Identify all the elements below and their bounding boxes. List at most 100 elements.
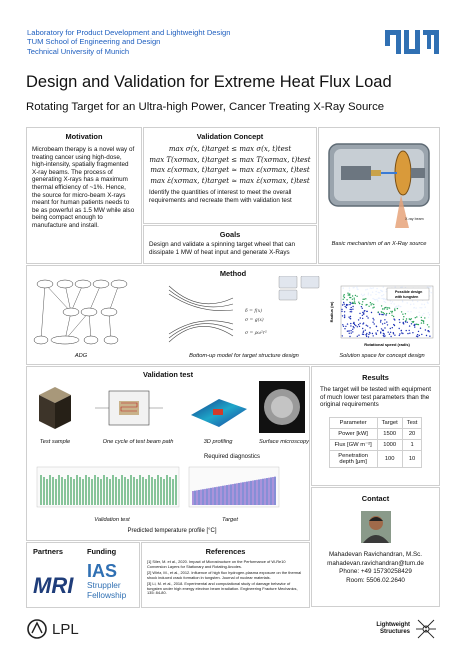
xray-mechanism-panel: X-ray beam Basic mechanism of an X-Ray s… xyxy=(318,127,440,264)
method-panel: Method ADG δ xyxy=(26,265,440,365)
equation-stress: max σ(x, t)target ≤ max σ(x, t)test xyxy=(168,145,292,153)
scatter-point xyxy=(352,305,354,308)
scatter-point xyxy=(349,335,351,338)
scatter-point xyxy=(430,287,432,289)
scatter-point xyxy=(344,328,346,330)
scatter-point xyxy=(373,306,375,308)
scatter-point xyxy=(415,307,417,309)
scatter-point xyxy=(392,315,395,318)
scatter-point xyxy=(365,298,367,300)
scatter-point xyxy=(388,333,391,335)
scatter-point xyxy=(383,308,385,310)
scatter-point xyxy=(430,292,432,294)
funding-heading: Funding xyxy=(87,547,117,556)
bottom-up-model-diagram: δ = f(x) σ = g(x) σ = ρω²r² xyxy=(168,276,320,343)
svg-text:σ = g(x): σ = g(x) xyxy=(245,316,264,323)
scatter-point xyxy=(359,312,361,315)
scatter-point xyxy=(371,332,374,335)
funding-name: Struppler Fellowship xyxy=(87,580,126,600)
scatter-point xyxy=(408,329,410,332)
xray-beam-label: X-ray beam xyxy=(405,217,424,221)
university-name: Technical University of Munich xyxy=(27,46,130,56)
scatter-point xyxy=(416,300,419,303)
scatter-point xyxy=(371,303,373,305)
scatter-point xyxy=(410,311,412,313)
scatter-point xyxy=(341,304,344,306)
scatter-point xyxy=(341,315,344,317)
scatter-point xyxy=(371,287,373,290)
scatter-point xyxy=(380,289,382,292)
scatter-point xyxy=(350,296,352,299)
scatter-point xyxy=(363,310,365,312)
scatter-point xyxy=(342,324,344,326)
validation-concept-heading: Validation Concept xyxy=(196,132,264,141)
scatter-point xyxy=(368,305,370,307)
microscopy-image xyxy=(259,381,305,433)
table-cell: 20 xyxy=(401,427,423,440)
scatter-point xyxy=(407,332,409,335)
adg-graph xyxy=(33,279,128,345)
validation-test-plot-caption: Validation test xyxy=(94,517,130,523)
scatter-point xyxy=(367,292,370,294)
scatter-point xyxy=(421,333,423,336)
contact-heading: Contact xyxy=(361,494,390,503)
scatter-point xyxy=(420,322,423,324)
scatter-point xyxy=(353,297,355,299)
contact-email[interactable]: mahadevan.ravichandran@tum.de xyxy=(327,559,424,567)
scatter-point xyxy=(428,331,430,333)
scatter-point xyxy=(414,326,416,328)
scatter-point xyxy=(416,316,418,318)
scatter-point xyxy=(389,331,392,333)
scatter-point xyxy=(402,313,404,315)
scatter-point xyxy=(389,300,391,302)
validation-concept-panel: Validation Concept max σ(x, t)target ≤ m… xyxy=(143,127,317,224)
scatter-point xyxy=(429,295,431,297)
scatter-point xyxy=(348,316,350,318)
contact-panel: Contact Mahadevan Ravichandran, M.Sc. ma… xyxy=(311,487,440,607)
results-heading: Results xyxy=(362,373,389,382)
scatter-point xyxy=(421,314,424,317)
contact-room: Room: 5506.02.2640 xyxy=(346,576,405,584)
scatter-point xyxy=(365,334,368,336)
scatter-point xyxy=(344,305,346,308)
table-row: Penetration depth [μm] 100 10 xyxy=(328,449,423,468)
scatter-point xyxy=(369,287,371,289)
surface-microscopy-caption: Surface microscopy xyxy=(259,439,309,445)
partners-heading: Partners xyxy=(33,547,63,556)
scatter-point xyxy=(420,319,423,321)
scatter-point xyxy=(356,286,358,288)
scatter-point xyxy=(386,321,388,323)
scatter-point xyxy=(362,331,364,334)
scatter-point xyxy=(375,333,378,335)
scatter-point xyxy=(360,306,363,308)
scatter-point xyxy=(352,328,354,330)
equation-temperature: max T(xσmax, t)target ≤ max T(xσmax, t)t… xyxy=(149,155,311,164)
scatter-point xyxy=(349,315,352,318)
scatter-point xyxy=(413,324,416,327)
scatter-point xyxy=(362,311,364,314)
contact-name: Mahadevan Ravichandran, M.Sc. xyxy=(328,551,423,558)
scatter-point xyxy=(426,301,429,303)
motivation-text: Microbeam therapy is a novel way of trea… xyxy=(32,146,135,229)
partners-funding-panel: Partners Funding MRI IAS Struppler Fello… xyxy=(26,542,140,608)
scatter-point xyxy=(418,334,420,337)
scatter-point xyxy=(377,291,379,294)
scatter-point xyxy=(365,324,367,326)
scatter-point xyxy=(422,322,425,324)
scatter-point xyxy=(408,318,410,320)
scatter-point xyxy=(420,316,422,319)
scatter-point xyxy=(384,301,387,304)
scatter-point xyxy=(387,307,389,309)
scatter-point xyxy=(384,327,386,329)
scatter-point xyxy=(352,308,354,310)
table-cell: 1 xyxy=(401,438,423,451)
scatter-point xyxy=(383,313,386,315)
scatter-point xyxy=(365,335,368,338)
scatter-point xyxy=(426,286,429,288)
scatter-point xyxy=(372,297,374,300)
table-cell: 100 xyxy=(376,449,403,468)
scatter-point xyxy=(349,303,351,306)
scatter-point xyxy=(376,287,378,290)
scatter-point xyxy=(355,324,357,327)
scatter-point xyxy=(381,297,383,300)
